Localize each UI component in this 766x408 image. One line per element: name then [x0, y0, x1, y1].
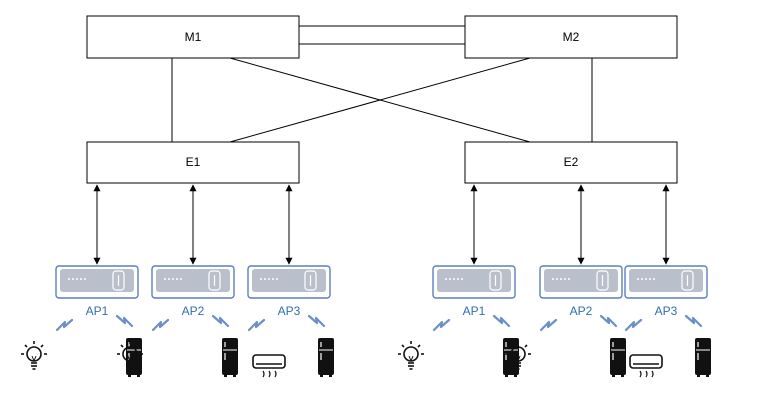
status-led: [564, 278, 566, 280]
core-switch-m1[interactable]: M1: [86, 15, 300, 59]
access-point[interactable]: AP3: [624, 265, 708, 332]
status-led: [637, 278, 639, 280]
access-point-label: AP3: [278, 304, 301, 318]
access-point-body: [437, 269, 511, 292]
wireless-signal-icon: [624, 318, 643, 332]
status-led: [276, 278, 278, 280]
wireless-signal-icon: [492, 314, 511, 328]
status-led: [645, 278, 647, 280]
status-led: [264, 278, 266, 280]
bulb-icon: [117, 341, 143, 370]
port-icon: [489, 270, 502, 291]
air-conditioner-icon: [629, 354, 663, 378]
status-led: [453, 278, 455, 280]
status-led: [268, 278, 270, 280]
edge-switch-e2[interactable]: E2: [464, 141, 678, 184]
access-point-body: [156, 269, 230, 292]
core-links: [171, 25, 593, 143]
status-led: [556, 278, 558, 280]
edge-switch-label: E1: [186, 155, 201, 169]
status-led: [641, 278, 643, 280]
wireless-signal-icon: [247, 318, 266, 332]
edge-switch-label: E2: [564, 155, 579, 169]
access-point-body: [252, 269, 326, 292]
status-led: [461, 278, 463, 280]
wireless-signal-icon: [432, 318, 451, 332]
link-m2-e1: [229, 57, 531, 143]
status-led: [560, 278, 562, 280]
access-point[interactable]: AP2: [151, 265, 235, 332]
status-led: [80, 278, 82, 280]
wireless-signal-icon: [307, 314, 326, 328]
status-led: [552, 278, 554, 280]
core-switch-label: M1: [185, 30, 202, 44]
port-icon: [596, 270, 609, 291]
status-led: [68, 278, 70, 280]
access-point[interactable]: AP1: [55, 265, 139, 332]
air-conditioner-icon: [252, 354, 286, 378]
wireless-signal-icon: [55, 318, 74, 332]
status-led: [168, 278, 170, 280]
fridge-icon: [695, 338, 711, 377]
fridge-icon: [318, 338, 334, 377]
status-led: [164, 278, 166, 280]
access-point-label: AP1: [463, 304, 486, 318]
status-led: [568, 278, 570, 280]
wireless-signal-icon: [599, 314, 618, 328]
bulb-icon: [505, 341, 531, 370]
access-point-body: [629, 269, 703, 292]
access-point-label: AP1: [86, 304, 109, 318]
port-icon: [681, 270, 694, 291]
wireless-signal-icon: [151, 318, 170, 332]
status-led: [449, 278, 451, 280]
bulb-icon: [21, 341, 47, 370]
status-led: [272, 278, 274, 280]
fridge-icon: [222, 338, 238, 377]
access-point-body: [544, 269, 618, 292]
wireless-signal-icon: [684, 314, 703, 328]
status-led: [457, 278, 459, 280]
access-point-layer: AP1 AP2 AP3 AP1 AP2 AP3: [21, 184, 711, 378]
fridge-icon: [610, 338, 626, 377]
port-icon: [112, 270, 125, 291]
status-led: [84, 278, 86, 280]
status-led: [72, 278, 74, 280]
wireless-signal-icon: [115, 314, 134, 328]
status-led: [176, 278, 178, 280]
access-point-label: AP3: [655, 304, 678, 318]
access-point[interactable]: AP1: [432, 265, 516, 332]
edge-switch-e1[interactable]: E1: [86, 141, 300, 184]
wireless-signal-icon: [211, 314, 230, 328]
core-switch-m2[interactable]: M2: [464, 15, 678, 59]
status-led: [260, 278, 262, 280]
status-led: [445, 278, 447, 280]
status-led: [172, 278, 174, 280]
status-led: [653, 278, 655, 280]
access-point-label: AP2: [182, 304, 205, 318]
access-point[interactable]: AP3: [247, 265, 331, 332]
access-point-label: AP2: [570, 304, 593, 318]
core-switch-label: M2: [563, 30, 580, 44]
access-point[interactable]: AP2: [539, 265, 623, 332]
status-led: [76, 278, 78, 280]
bulb-icon: [398, 341, 424, 370]
port-icon: [208, 270, 221, 291]
status-led: [180, 278, 182, 280]
access-point-body: [60, 269, 134, 292]
wireless-signal-icon: [539, 318, 558, 332]
status-led: [649, 278, 651, 280]
port-icon: [304, 270, 317, 291]
